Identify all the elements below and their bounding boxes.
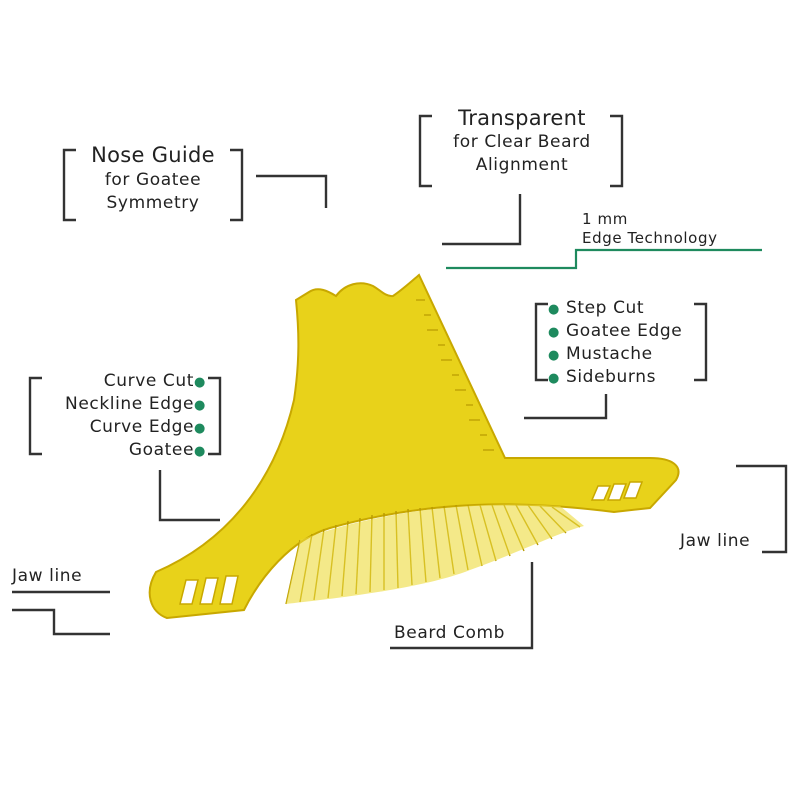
right-list-item-4: ● Sideburns — [548, 369, 656, 386]
right-list-item-1: ● Step Cut — [548, 300, 644, 317]
edge-tech-line2: Edge Technology — [582, 229, 718, 247]
transparent-line1: for Clear Beard — [453, 132, 591, 152]
left-list-label: Neckline Edge — [65, 394, 195, 414]
jaw-line-left-label: Jaw line — [12, 566, 83, 586]
bullet-dot: ● — [194, 444, 206, 459]
left-list-label: Curve Cut — [103, 371, 195, 391]
comb-body — [148, 273, 680, 620]
edge-tech-line1: 1 mm — [582, 210, 628, 228]
left-list-label: Curve Edge — [89, 417, 195, 437]
bullet-dot: ● — [194, 421, 206, 436]
right-list-label: Goatee Edge — [565, 321, 683, 341]
bullet-dot: ● — [194, 398, 206, 413]
transparent-title: Transparent — [458, 106, 586, 130]
right-list-label: Step Cut — [565, 298, 645, 318]
right-list-label: Sideburns — [565, 367, 657, 387]
left-list-label: Goatee — [128, 440, 195, 460]
bullet-dot: ● — [548, 348, 560, 363]
comb-illustration — [148, 273, 680, 620]
right-list-item-2: ● Goatee Edge — [548, 323, 682, 340]
transparent-line2: Alignment — [475, 155, 569, 175]
jaw-line-right-label: Jaw line — [680, 531, 751, 551]
nose-guide-line2: Symmetry — [106, 193, 200, 213]
ruler-ticks — [416, 299, 494, 451]
nose-guide-title: Nose Guide — [91, 143, 215, 167]
right-list-item-3: ● Mustache — [548, 346, 653, 363]
bullet-dot: ● — [548, 302, 560, 317]
left-list-item-3: Curve Edge● — [40, 419, 206, 436]
left-list-item-2: Neckline Edge● — [40, 396, 206, 413]
beard-comb-label: Beard Comb — [394, 623, 506, 643]
left-list-item-1: Curve Cut● — [40, 373, 206, 390]
left-vent-slots — [179, 575, 239, 605]
bullet-dot: ● — [194, 375, 206, 390]
comb-teeth-area — [286, 504, 584, 604]
left-list-item-4: Goatee● — [40, 442, 206, 459]
nose-guide-line1: for Goatee — [104, 170, 202, 190]
bullet-dot: ● — [548, 371, 560, 386]
right-vent-slots — [590, 481, 644, 501]
bullet-dot: ● — [548, 325, 560, 340]
callout-lines — [12, 114, 788, 650]
right-list-label: Mustache — [565, 344, 653, 364]
